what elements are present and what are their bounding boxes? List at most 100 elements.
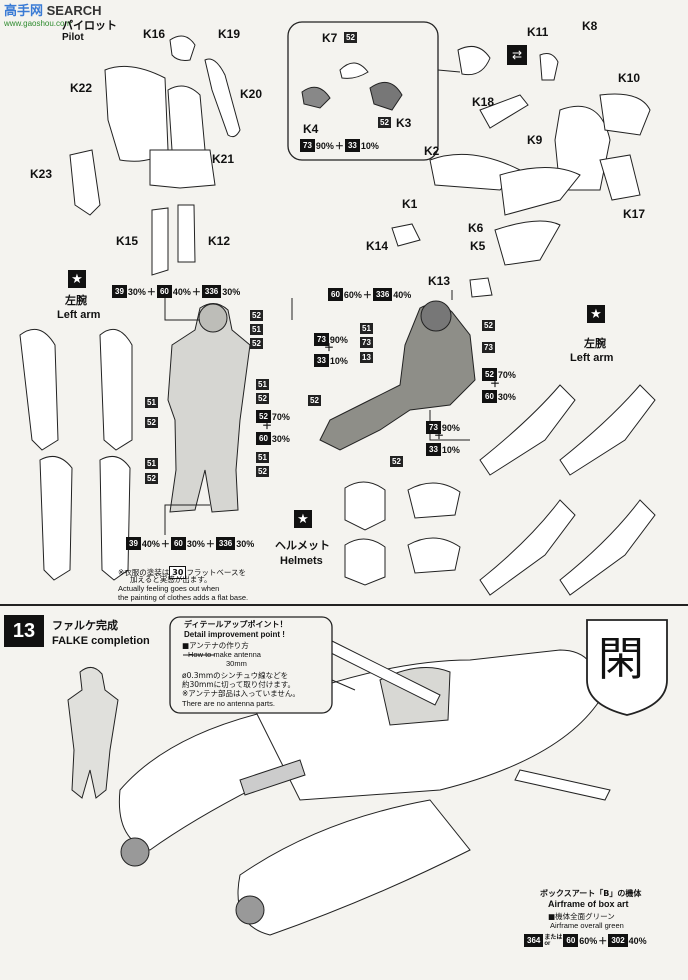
paint-code-k7: 52 — [344, 32, 357, 43]
step13-pilot-figure — [67, 667, 119, 799]
part-k9: K9 — [527, 133, 543, 147]
detail-line-2: 約30mmに切って取り付けます。 — [182, 680, 296, 689]
code-13: 13 — [360, 352, 373, 363]
falke-wing-strip-right — [514, 769, 611, 801]
paint-code-k3: 52 — [378, 117, 391, 128]
helmet-part-k4 — [301, 86, 331, 109]
right-arm-drawing-1 — [479, 384, 576, 476]
part-k8: K8 — [582, 19, 598, 33]
falke-intake-right — [235, 895, 265, 925]
left-arm-drawing-1 — [19, 328, 59, 451]
part-k13: K13 — [428, 274, 451, 288]
pilot-head-part — [169, 35, 196, 61]
code-51-f: 51 — [360, 323, 373, 334]
code-52-f: 52 — [256, 466, 269, 477]
code-51-a: 51 — [250, 324, 263, 335]
part-k15: K15 — [116, 234, 139, 248]
step-number: 13 — [4, 615, 44, 647]
part-k14: K14 — [366, 239, 389, 253]
arm-right-jp: 左腕 — [584, 337, 606, 350]
pilot-boot-right — [177, 204, 196, 263]
arm-left-jp: 左腕 — [65, 294, 87, 307]
part-k10: K10 — [618, 71, 641, 85]
part-k22: K22 — [70, 81, 93, 95]
code-52-b: 52 — [250, 338, 263, 349]
helmet-callout-box — [287, 21, 439, 161]
detail-line-4: There are no antenna parts. — [182, 699, 275, 708]
swap-icon: ⇄ — [507, 45, 527, 65]
code-52-h: 52 — [308, 395, 321, 406]
boxart-sub-en: Airframe overall green — [550, 921, 624, 930]
pilot-torso-k9 — [554, 105, 611, 191]
helmet-part-k3 — [369, 81, 403, 111]
code-51-d: 51 — [145, 458, 158, 469]
pilot-torso-part — [167, 85, 206, 151]
part-k6: K6 — [468, 221, 484, 235]
boxart-title-en: Airframe of box art — [548, 899, 629, 909]
pilot-boot-left — [151, 207, 169, 276]
part-k20: K20 — [240, 87, 263, 101]
pilot-title-jp: パイロット — [62, 19, 117, 32]
helmet-side-2 — [407, 537, 461, 574]
arm-right-en: Left arm — [570, 352, 614, 364]
boxart-sub-jp: ■機体全面グリーン — [548, 912, 615, 921]
code-73-a: 73 — [360, 337, 373, 348]
pilot-arm-k18 — [479, 94, 529, 129]
left-arm-drawing-4 — [99, 455, 131, 581]
detail-line-3: ※アンテナ部品は入っていません。 — [182, 689, 300, 698]
code-52-e: 52 — [145, 473, 158, 484]
watermark-site-cn: 高手网 — [4, 3, 44, 18]
code-73-b: 73 — [482, 342, 495, 353]
helmet-part-k7 — [339, 62, 369, 79]
plus-sign-seated: ＋ — [324, 343, 334, 354]
part-k3: K3 — [396, 116, 412, 130]
falke-intake-left — [120, 837, 150, 867]
helmet-side-1 — [407, 482, 461, 519]
arm-left-en: Left arm — [57, 309, 101, 321]
pilot-head-k11 — [539, 53, 559, 81]
plus-sign: ＋ — [262, 421, 272, 432]
watermark-url: www.gaoshou.com — [4, 19, 72, 28]
pilot-left-arm-part — [69, 149, 101, 216]
part-k18: K18 — [472, 95, 495, 109]
note-line-4: the painting of clothes adds a flat base… — [118, 593, 249, 602]
code-52-d: 52 — [145, 417, 158, 428]
right-arm-drawing-4 — [559, 499, 656, 596]
left-arm-drawing-2 — [99, 328, 133, 451]
helmet-assembled — [457, 45, 491, 76]
star-icon-helmets: ★ — [294, 510, 312, 528]
detail-title-en: Detail improvement point ! — [184, 630, 285, 639]
part-k23: K23 — [30, 167, 53, 181]
code-51-b: 51 — [256, 379, 269, 390]
code-52-g: 52 — [482, 320, 495, 331]
detail-line-1: ø0.3mmのシンチュウ線などを — [182, 671, 289, 680]
right-arm-drawing-2 — [559, 384, 656, 476]
part-k5: K5 — [470, 239, 486, 253]
detail-antenna-jp: ■アンテナの作り方 — [182, 641, 249, 650]
star-icon: ★ — [68, 270, 86, 288]
standing-pilot-figure — [167, 303, 251, 513]
watermark-site-en: SEARCH — [46, 3, 102, 18]
part-k2: K2 — [424, 144, 440, 158]
detail-dim: 30mm — [226, 659, 247, 668]
pilot-arm-k17 — [599, 154, 641, 201]
pilot-title-en: Pilot — [62, 32, 84, 43]
pilot-leg-k6 — [499, 167, 581, 216]
code-52-a: 52 — [250, 310, 263, 321]
part-k17: K17 — [623, 207, 646, 221]
part-k4: K4 — [303, 122, 319, 136]
note-line-2: 加えると実感が出ます。 — [130, 575, 212, 584]
detail-antenna-en: How to make antenna — [188, 650, 261, 659]
detail-callout-box — [169, 616, 333, 714]
pilot-boot-k14 — [391, 223, 421, 247]
